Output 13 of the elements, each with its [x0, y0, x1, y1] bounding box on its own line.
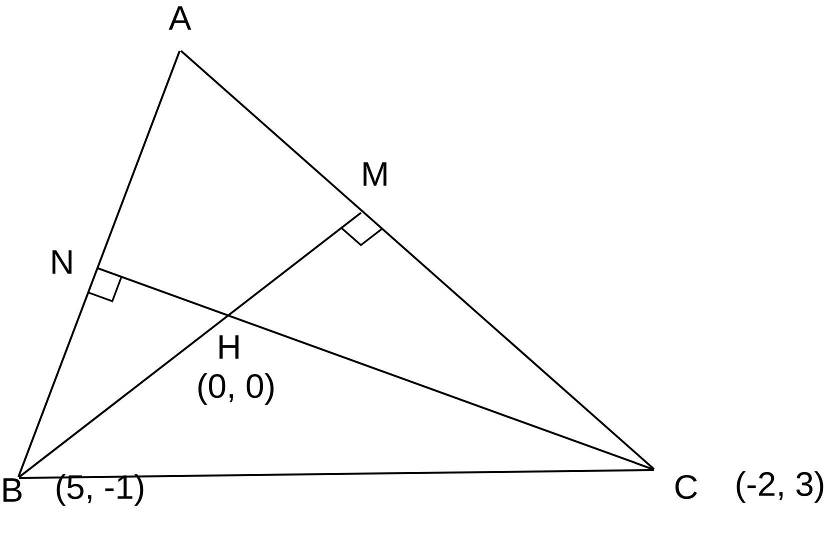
point-label: C: [675, 474, 697, 500]
line-segment: [19, 469, 654, 479]
point-label: B: [3, 478, 22, 502]
coordinate-label: (-2, 3): [736, 471, 824, 503]
line-segment: [180, 50, 655, 470]
point-label: H: [220, 335, 239, 359]
coordinate-label: (0, 0): [198, 373, 274, 405]
point-label: A: [168, 6, 192, 30]
line-segment: [17, 50, 181, 478]
point-label: M: [364, 162, 386, 186]
point-label: N: [52, 250, 72, 274]
line-segment: [18, 212, 362, 478]
line-segment: [98, 267, 654, 471]
